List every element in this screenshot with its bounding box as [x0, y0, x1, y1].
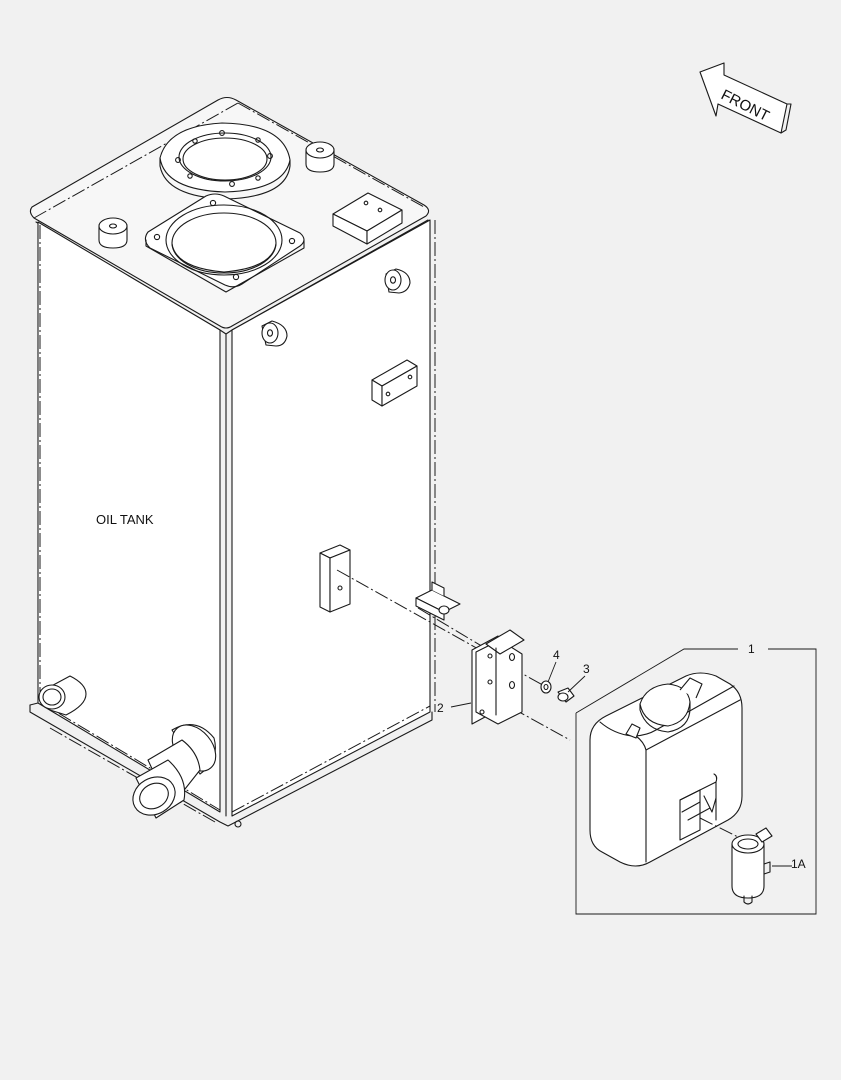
side-block	[371, 359, 418, 407]
reservoir-assembly: 1	[575, 642, 817, 915]
callout-4: 4	[553, 648, 560, 662]
mounting-pad	[319, 544, 351, 613]
side-boss-upper	[384, 268, 411, 294]
callout-1: 1	[748, 642, 755, 656]
bolt-part-3	[557, 687, 575, 703]
washer-tank-part-1	[589, 672, 743, 867]
top-flange-rear	[159, 122, 291, 200]
bracket-part-2	[471, 629, 525, 725]
top-boss-left	[98, 217, 128, 249]
callout-1a: 1A	[791, 857, 806, 871]
bracket-assembly: 2 4 3	[336, 569, 590, 741]
side-boss-lower	[261, 320, 288, 347]
top-boss-right	[305, 141, 335, 173]
oil-tank: OIL TANK	[29, 96, 436, 828]
tank-clip	[415, 581, 461, 621]
callout-2: 2	[437, 701, 444, 715]
oil-tank-label: OIL TANK	[96, 512, 154, 527]
outlet-pipe	[132, 724, 217, 819]
front-arrow-icon: FRONT	[699, 62, 792, 134]
top-block	[332, 192, 403, 245]
callout-3: 3	[583, 662, 590, 676]
pump-part-1a: 1A	[699, 817, 806, 905]
washer-part-4	[540, 680, 552, 694]
bottom-boss	[38, 675, 87, 716]
top-flange-front	[144, 193, 305, 293]
